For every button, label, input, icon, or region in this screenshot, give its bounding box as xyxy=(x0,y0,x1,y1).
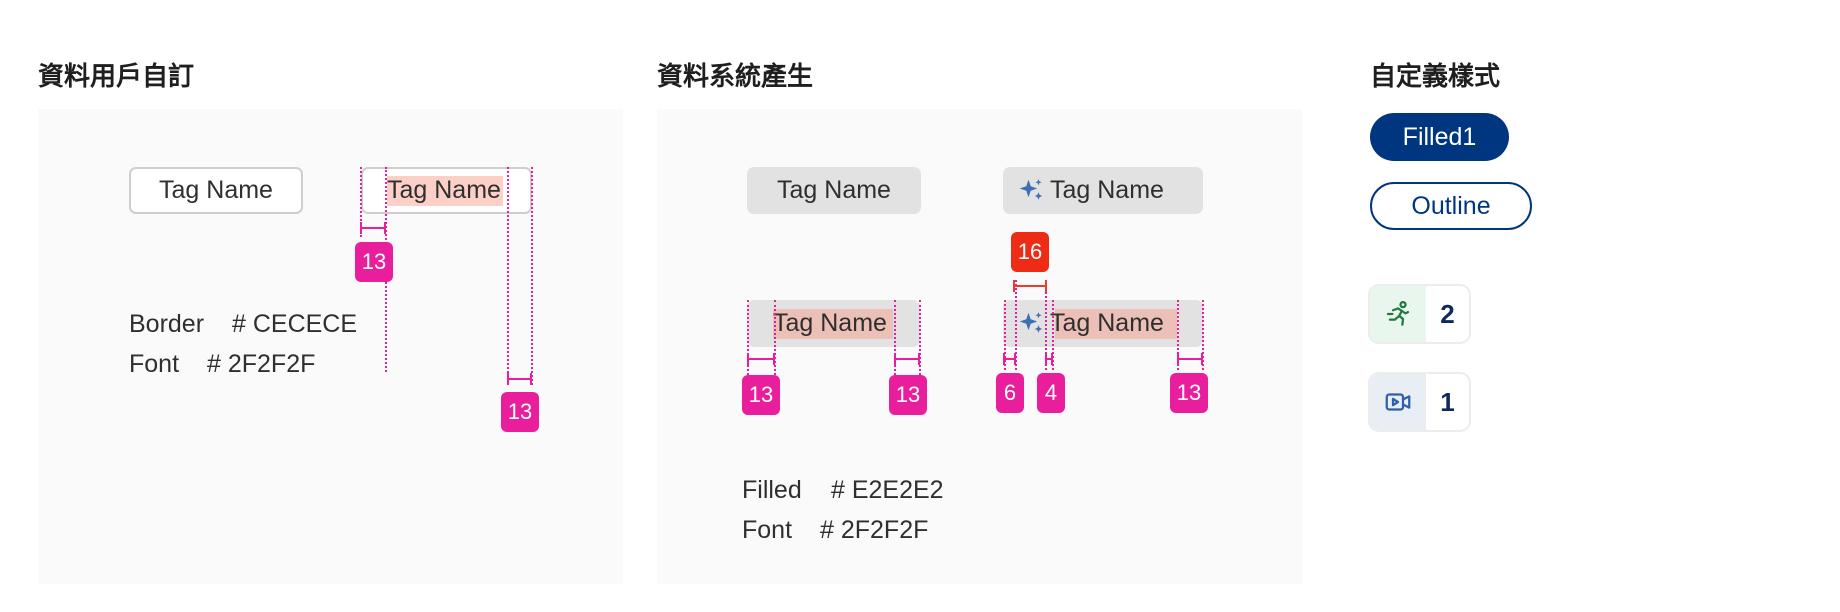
guide-line xyxy=(1052,300,1054,370)
tag-label: Tag Name xyxy=(1050,176,1164,204)
user-defined-panel xyxy=(38,109,623,584)
font-label: Font xyxy=(129,350,180,378)
icon-size-measure xyxy=(1013,280,1047,292)
padding-measure-right xyxy=(507,373,532,385)
guide-line xyxy=(919,300,921,375)
system-tag-sample[interactable]: Tag Name xyxy=(747,167,921,214)
chip-label: Filled1 xyxy=(1402,122,1477,151)
ai-padding-right-badge: 13 xyxy=(1170,373,1208,413)
video-play-icon xyxy=(1383,387,1413,417)
user-tag-sample[interactable]: Tag Name xyxy=(129,167,303,214)
ai-gap-measure xyxy=(1045,353,1053,365)
padding-measure-right xyxy=(894,353,920,365)
ai-padding-right-measure xyxy=(1177,353,1203,365)
font-label: Font xyxy=(742,516,793,544)
padding-right-badge: 13 xyxy=(501,392,539,432)
guide-line xyxy=(507,167,509,385)
font-value: # 2F2F2F xyxy=(207,350,316,378)
sparkle-icon xyxy=(1016,176,1046,206)
border-value: # CECECE xyxy=(232,310,358,338)
tag-label: Tag Name xyxy=(773,309,887,337)
ai-padding-left-measure xyxy=(1003,353,1016,365)
guide-line xyxy=(531,167,533,385)
guide-line xyxy=(1045,280,1047,370)
icon-size-badge: 16 xyxy=(1011,232,1049,272)
padding-left-badge: 13 xyxy=(355,242,393,282)
ai-padding-left-badge: 6 xyxy=(996,373,1024,413)
font-color-note: Font # 2F2F2F xyxy=(129,350,315,379)
ai-gap-badge: 4 xyxy=(1037,373,1065,413)
border-label: Border xyxy=(129,310,205,338)
section-title-custom-styles: 自定義樣式 xyxy=(1370,61,1501,91)
font-color-note: Font # 2F2F2F xyxy=(742,516,928,545)
system-ai-tag-sample[interactable]: Tag Name xyxy=(1003,167,1203,214)
border-color-note: Border # CECECE xyxy=(129,310,357,339)
guide-line xyxy=(360,167,362,237)
text-highlight xyxy=(387,176,503,206)
chip-label: Outline xyxy=(1411,191,1491,220)
font-value: # 2F2F2F xyxy=(820,516,929,544)
section-title-user-defined: 資料用戶自訂 xyxy=(38,61,195,91)
user-tag-spec: Tag Name xyxy=(361,167,532,214)
tag-label: Tag Name xyxy=(777,176,891,204)
video-count: 1 xyxy=(1440,386,1455,417)
guide-line xyxy=(1177,300,1179,370)
running-person-icon xyxy=(1383,299,1413,329)
outline-chip[interactable]: Outline xyxy=(1370,182,1532,230)
guide-line xyxy=(1004,300,1006,370)
padding-measure-left xyxy=(747,353,775,365)
run-count: 2 xyxy=(1440,298,1455,329)
section-title-system-generated: 資料系統產生 xyxy=(657,61,814,91)
text-highlight xyxy=(1055,309,1177,339)
guide-line xyxy=(747,300,749,375)
system-ai-tag-spec: Tag Name xyxy=(1003,300,1203,347)
guide-line xyxy=(774,300,776,375)
padding-left-badge: 13 xyxy=(742,375,780,415)
padding-measure-left xyxy=(360,222,386,234)
sparkle-icon xyxy=(1016,309,1046,339)
tag-label: Tag Name xyxy=(1050,309,1164,337)
run-icon-area xyxy=(1370,286,1426,342)
run-counter-chip[interactable]: 2 xyxy=(1368,284,1471,344)
guide-line xyxy=(1015,280,1017,370)
video-counter-chip[interactable]: 1 xyxy=(1368,372,1471,432)
tag-label: Tag Name xyxy=(159,176,273,204)
text-highlight xyxy=(773,309,893,339)
filled-label: Filled xyxy=(742,476,802,504)
tag-label: Tag Name xyxy=(387,176,501,204)
filled-chip[interactable]: Filled1 xyxy=(1370,113,1509,161)
video-icon-area xyxy=(1370,374,1426,430)
guide-line xyxy=(1202,300,1204,370)
filled-value: # E2E2E2 xyxy=(831,476,944,504)
filled-color-note: Filled # E2E2E2 xyxy=(742,476,944,505)
padding-right-badge: 13 xyxy=(889,375,927,415)
guide-line xyxy=(894,300,896,375)
